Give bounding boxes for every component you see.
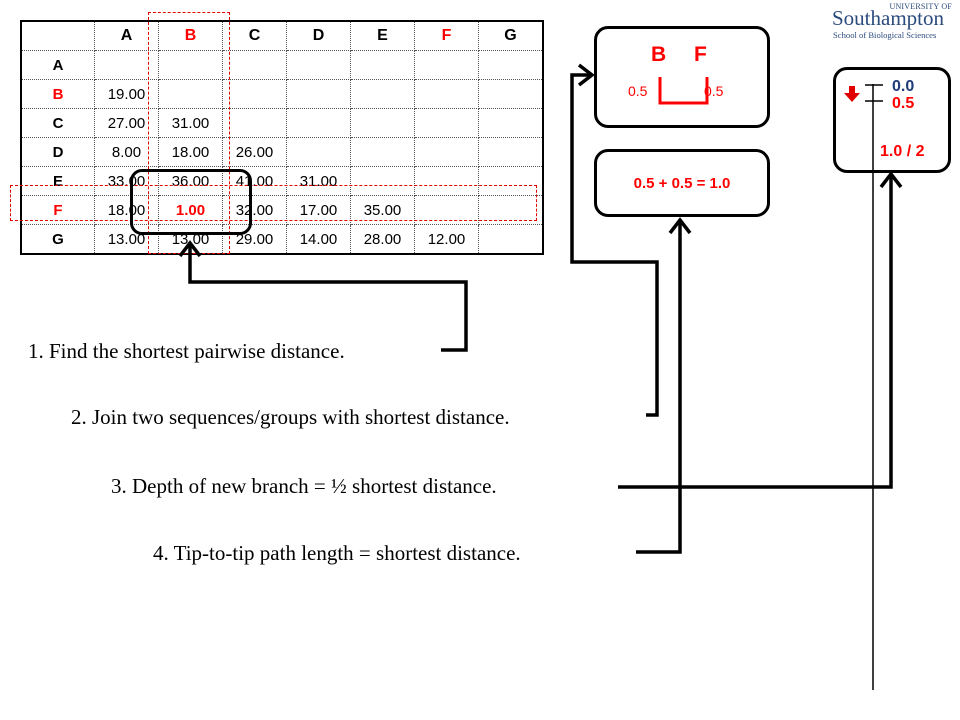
matrix-cell: [350, 108, 415, 138]
matrix-cell: 26.00: [222, 137, 287, 167]
matrix-row-header: G: [20, 224, 95, 255]
matrix-cell: [478, 166, 544, 196]
depth-top-value: 0.0: [892, 78, 915, 95]
logo-line-3: School of Biological Sciences: [833, 30, 937, 40]
step2-arrowhead: [577, 63, 595, 87]
matrix-row: D 8.00 18.00 26.00: [20, 137, 544, 167]
step2-connector: [570, 73, 659, 417]
sum-box: 0.5 + 0.5 = 1.0: [594, 149, 770, 217]
matrix-cell: [158, 79, 223, 109]
matrix-cell: [478, 224, 544, 255]
join-left-branch: 0.5: [628, 83, 648, 99]
join-right-label: F: [694, 43, 707, 66]
matrix-col-header: E: [350, 20, 415, 51]
matrix-col-header: F: [414, 20, 479, 51]
join-branch-shape: [658, 77, 709, 105]
depth-box: 0.0 0.5 1.0 / 2: [833, 67, 951, 173]
matrix-cell: [286, 137, 351, 167]
matrix-cell: 18.00: [158, 137, 223, 167]
university-logo: UNIVERSITY OF Southampton School of Biol…: [826, 2, 958, 40]
matrix-col-header: B: [158, 20, 223, 51]
step3-connector: [618, 174, 893, 489]
matrix-cell: 31.00: [158, 108, 223, 138]
step-2-text: 2. Join two sequences/groups with shorte…: [71, 405, 510, 429]
step1-arrowhead: [178, 240, 202, 258]
matrix-row-header: D: [20, 137, 95, 167]
matrix-row: G 13.00 13.00 29.00 14.00 28.00 12.00: [20, 224, 544, 255]
matrix-col-header: D: [286, 20, 351, 51]
step4-connector: [636, 220, 682, 554]
matrix-col-header: G: [478, 20, 544, 51]
min-value-ring: [130, 169, 252, 235]
matrix-row: C 27.00 31.00: [20, 108, 544, 138]
join-right-branch: 0.5: [704, 83, 724, 99]
matrix-row: B 19.00: [20, 79, 544, 109]
join-left-label: B: [651, 43, 667, 66]
matrix-cell: [478, 50, 544, 80]
matrix-row-header: B: [20, 79, 95, 109]
matrix-col-header: C: [222, 20, 287, 51]
matrix-cell: 14.00: [286, 224, 351, 255]
matrix-row-header: E: [20, 166, 95, 196]
distance-matrix: A B C D E F G A B 19.00 C 27.00 31.00: [20, 20, 544, 255]
red-down-arrow-icon: [844, 86, 860, 102]
sum-text: 0.5 + 0.5 = 1.0: [633, 175, 731, 192]
matrix-cell: [286, 50, 351, 80]
join-box: B F 0.5 0.5: [594, 26, 770, 128]
step4-arrowhead: [668, 217, 692, 235]
matrix-cell: 28.00: [350, 224, 415, 255]
depth-caption: 1.0 / 2: [880, 143, 925, 160]
step1-connector: [188, 244, 468, 352]
step-4-text: 4. Tip-to-tip path length = shortest dis…: [153, 541, 521, 565]
matrix-cell: 12.00: [414, 224, 479, 255]
logo-line-1: UNIVERSITY OF: [889, 2, 952, 11]
step-1-text: 1. Find the shortest pairwise distance.: [28, 339, 345, 363]
logo-line-2: Southampton: [832, 6, 945, 30]
step3-arrowhead: [879, 171, 903, 189]
matrix-cell: [478, 137, 544, 167]
step-3-text: 3. Depth of new branch = ½ shortest dist…: [111, 474, 497, 498]
matrix-cell: [222, 108, 287, 138]
depth-bottom-value: 0.5: [892, 95, 915, 112]
row-f-highlight: [10, 185, 537, 221]
matrix-cell: 29.00: [222, 224, 287, 255]
